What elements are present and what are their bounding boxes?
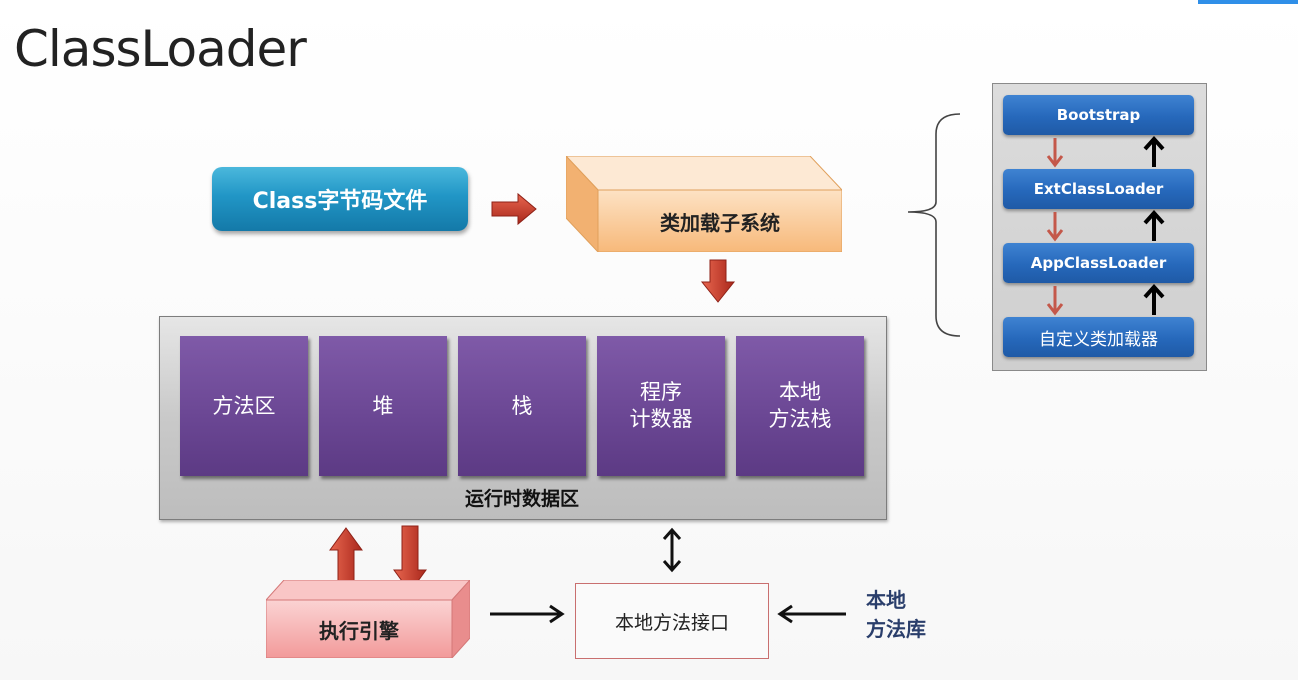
heap-box: 堆: [319, 336, 447, 476]
delegate-down-arrows: [1046, 138, 1064, 316]
area-label-line1: 方法区: [212, 393, 276, 418]
curly-brace-icon: [907, 113, 961, 337]
double-arrow-icon: [662, 527, 682, 573]
arrow-right-icon: [490, 604, 565, 624]
engine-box-shape: [266, 580, 470, 658]
method-area-box: 方法区: [180, 336, 308, 476]
class-file-box: Class字节码文件: [212, 167, 468, 231]
native-interface-label: 本地方法接口: [614, 611, 729, 634]
execution-engine-label: 执行引擎: [319, 618, 399, 643]
hierarchy-arrows: [1046, 136, 1165, 316]
hierarchy-label: Bootstrap: [1056, 106, 1141, 124]
area-label-line1: 本地: [779, 380, 821, 404]
runtime-data-area-label: 运行时数据区: [464, 488, 579, 510]
native-library-line2: 方法库: [866, 617, 926, 641]
stack-box: 栈: [458, 336, 586, 476]
page-title: ClassLoader: [14, 20, 307, 78]
native-library-line1: 本地: [866, 588, 906, 612]
custom-class-loader-box: 自定义类加载器: [1003, 317, 1194, 357]
area-label-line1: 程序: [640, 380, 682, 404]
class-file-label: Class字节码文件: [252, 189, 428, 214]
area-label-line1: 堆: [372, 393, 394, 418]
area-label-line2: 计数器: [629, 407, 693, 431]
app-class-loader-box: AppClassLoader: [1003, 243, 1194, 283]
class-loader-subsystem-label: 类加载子系统: [660, 210, 780, 235]
area-label-line1: 栈: [511, 393, 533, 418]
hierarchy-label: 自定义类加载器: [1039, 329, 1158, 350]
class-loader-subsystem-box: 类加载子系统: [566, 156, 842, 252]
native-library-label: 本地 方法库: [866, 586, 946, 644]
top-accent-bar: [1198, 0, 1298, 4]
hierarchy-label: AppClassLoader: [1030, 254, 1167, 272]
bootstrap-loader-box: Bootstrap: [1003, 95, 1194, 135]
ext-class-loader-box: ExtClassLoader: [1003, 169, 1194, 209]
loader-box-shape: [566, 156, 842, 252]
arrow-down-icon: [700, 259, 736, 303]
parent-up-arrows: [1143, 136, 1165, 315]
arrow-right-icon: [491, 192, 537, 226]
program-counter-box: 程序 计数器: [597, 336, 725, 476]
hierarchy-label: ExtClassLoader: [1033, 180, 1164, 198]
native-method-stack-box: 本地 方法栈: [736, 336, 864, 476]
arrow-left-icon: [777, 604, 846, 624]
execution-engine-box: 执行引擎: [266, 580, 470, 658]
native-interface-box: 本地方法接口: [575, 583, 769, 659]
area-label-line2: 方法栈: [768, 407, 832, 431]
